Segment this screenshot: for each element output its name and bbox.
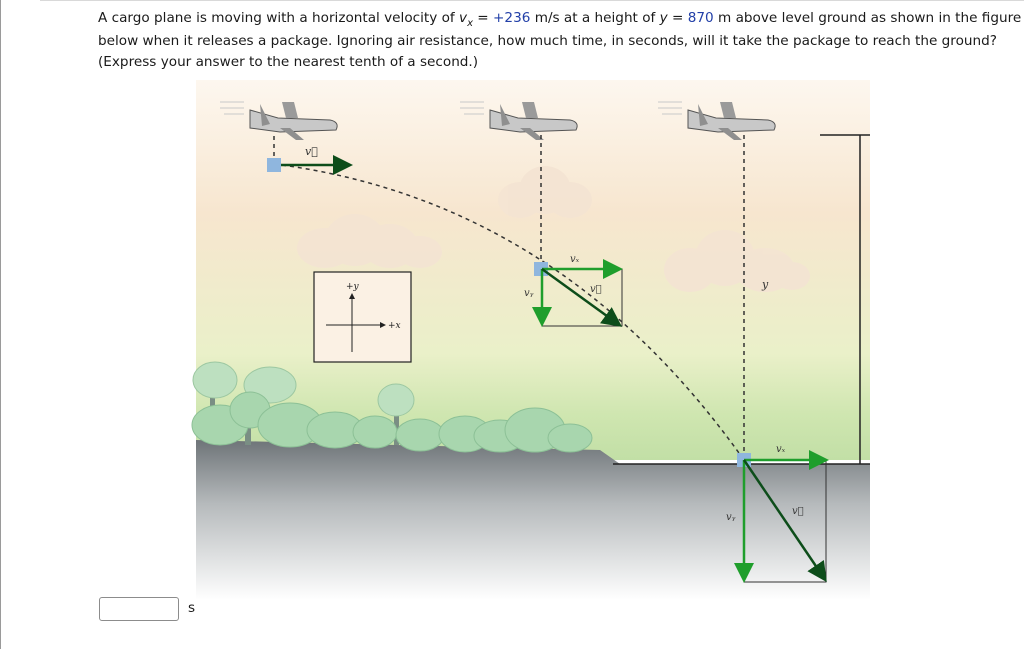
height-label: y [761, 278, 769, 291]
axis-y-label: +y [346, 282, 360, 292]
plane-3 [658, 101, 776, 140]
vx-subscript: x [467, 18, 473, 29]
vy-label-middle: vᵧ [524, 288, 534, 299]
v-label-ground: v⃗ [792, 506, 804, 517]
ground [196, 440, 870, 600]
vx-variable: v [459, 10, 468, 26]
answer-unit: s [188, 600, 196, 616]
vx-label-ground: vₓ [776, 444, 786, 455]
cloud-right [664, 230, 810, 292]
axis-x-label: +x [388, 321, 401, 331]
v-arrow-middle [541, 267, 623, 327]
vx-label-middle: vₓ [570, 254, 580, 265]
plane-1 [220, 101, 338, 140]
left-border [0, 0, 1, 649]
package-initial [267, 158, 281, 172]
plane-2 [460, 101, 578, 140]
top-border [40, 0, 1024, 1]
question-part-4: = [667, 10, 688, 26]
y-variable: y [659, 10, 668, 26]
axes-legend: +y +x [313, 271, 412, 363]
projectile-figure: y v⃗ vₓ vᵧ v⃗ vₓ vᵧ v⃗ +y +x [191, 80, 870, 600]
velocity-label-initial: v⃗ [305, 145, 318, 158]
v-arrow-ground [742, 459, 827, 583]
v-label-middle: v⃗ [590, 284, 602, 295]
question-part-3: m/s at a height of [530, 10, 660, 26]
cloud-middle [498, 166, 592, 218]
question-part-1: A cargo plane is moving with a horizonta… [98, 10, 460, 26]
y-value: 870 [687, 10, 714, 26]
question-part-2: = [472, 10, 494, 26]
question-part-5: m above level ground as shown in the fig… [98, 10, 1022, 70]
cloud-left [297, 214, 442, 268]
vy-label-ground: vᵧ [726, 512, 736, 523]
question-text: A cargo plane is moving with a horizonta… [98, 8, 1024, 74]
vx-value: +236 [493, 10, 531, 26]
trees [191, 361, 593, 453]
answer-input[interactable] [99, 597, 179, 621]
